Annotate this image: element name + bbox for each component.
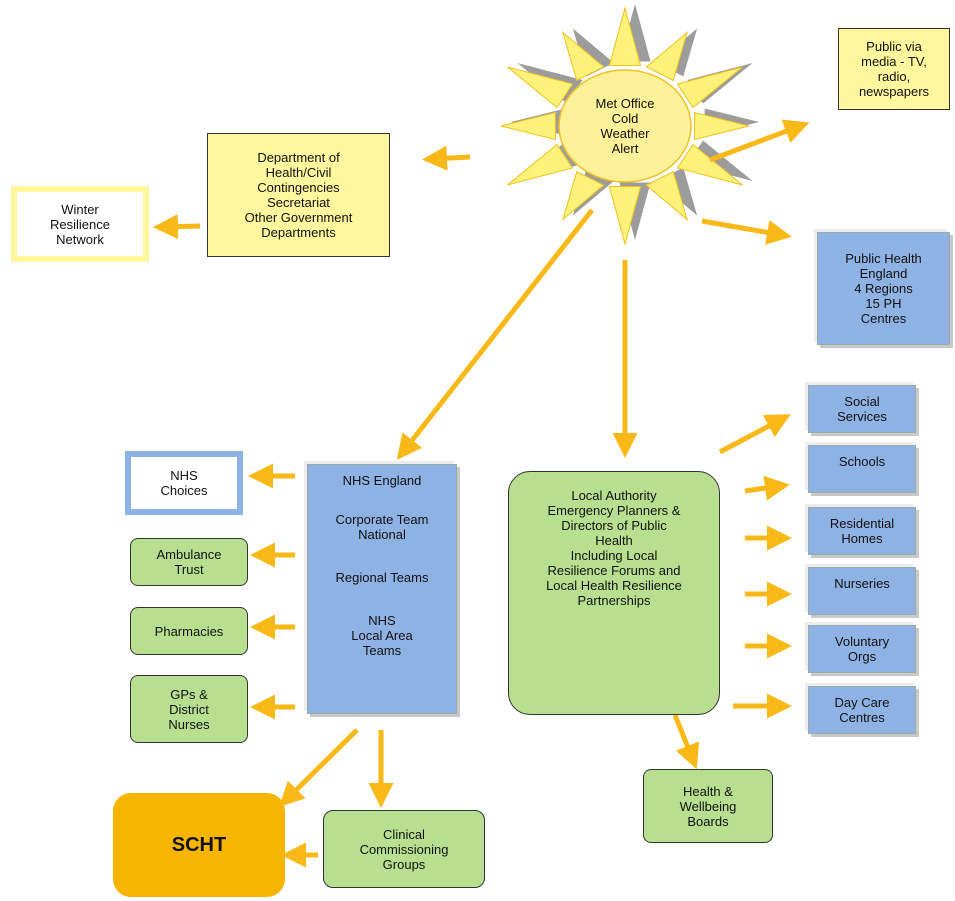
arrow-sun-to-phe: [701, 218, 792, 245]
sun-ray: [694, 111, 750, 141]
arrow-nhs-to-scht: [278, 728, 359, 808]
nhs-choices-box: NHS Choices: [125, 451, 243, 515]
public-health-england-label: Public Health England 4 Regions 15 PH Ce…: [845, 251, 922, 326]
sun-core: [558, 69, 692, 183]
ambulance-trust-box: Ambulance Trust: [130, 538, 248, 586]
residential-homes-label: Residential Homes: [829, 516, 895, 546]
sun-ray-shadow: [687, 140, 753, 181]
sun-ray: [608, 6, 642, 66]
sun-ray: [645, 170, 689, 221]
ambulance-trust-label: Ambulance Trust: [156, 547, 222, 577]
sun-ray: [561, 31, 605, 82]
health-wellbeing-boards-box: Health & Wellbeing Boards: [643, 769, 773, 843]
nhs-england-title: NHS England: [342, 473, 422, 488]
arrow-sun-to-doh: [422, 145, 471, 171]
social-services-box: Social Services: [808, 385, 916, 433]
sun-ray: [500, 111, 556, 141]
local-area-teams-label: NHS Local Area Teams: [351, 613, 413, 658]
day-care-centres-box: Day Care Centres: [808, 686, 916, 734]
sun-rays: [500, 6, 750, 246]
day-care-centres-label: Day Care Centres: [834, 695, 890, 725]
sun-ray: [561, 170, 605, 221]
schools-label: Schools: [838, 454, 886, 469]
arrow-sun-to-nhs-england: [396, 208, 594, 460]
nhs-choices-label: NHS Choices: [160, 468, 208, 498]
voluntary-orgs-box: Voluntary Orgs: [808, 625, 916, 673]
arrow-doh-to-winter: [153, 214, 201, 240]
social-services-label: Social Services: [837, 394, 887, 424]
gps-district-nurses-box: GPs & District Nurses: [130, 675, 248, 743]
nurseries-label: Nurseries: [834, 576, 890, 591]
corporate-team-label: Corporate Team National: [335, 512, 429, 542]
regional-teams-label: Regional Teams: [335, 570, 429, 585]
local-authority-label: Local Authority Emergency Planners & Dir…: [546, 488, 682, 608]
health-wellbeing-boards-label: Health & Wellbeing Boards: [679, 783, 737, 829]
arrow-la-to-social: [718, 414, 791, 455]
pharmacies-box: Pharmacies: [130, 607, 248, 655]
clinical-commissioning-groups-box: Clinical Commissioning Groups: [323, 810, 485, 888]
pharmacies-label: Pharmacies: [154, 623, 224, 639]
department-of-health-box: Department of Health/Civil Contingencies…: [207, 133, 390, 257]
met-office-label: Met Office Cold Weather Alert: [595, 96, 655, 156]
sun-ray: [507, 143, 574, 186]
sun-ray: [645, 31, 689, 82]
nhs-england-box: NHS England Corporate Team National Regi…: [307, 464, 457, 714]
arrow-sun-to-public-media: [709, 119, 810, 163]
local-authority-box: Local Authority Emergency Planners & Dir…: [508, 471, 720, 715]
residential-homes-box: Residential Homes: [808, 507, 916, 555]
department-of-health-label: Department of Health/Civil Contingencies…: [244, 150, 353, 240]
sun-ray: [676, 143, 743, 186]
arrow-la-to-hwb: [672, 714, 700, 770]
sun-ray: [608, 186, 642, 246]
sun-ray-shadow: [572, 28, 614, 77]
met-office-cold-weather-alert: Met Office Cold Weather Alert: [575, 90, 675, 162]
public-via-media-box: Public via media - TV, radio, newspapers: [838, 28, 950, 110]
voluntary-orgs-label: Voluntary Orgs: [834, 634, 890, 664]
winter-resilience-network-label: Winter Resilience Network: [50, 201, 110, 247]
clinical-commissioning-groups-label: Clinical Commissioning Groups: [359, 826, 449, 872]
scht-label: SCHT: [171, 834, 227, 856]
nurseries-box: Nurseries: [808, 567, 916, 615]
gps-district-nurses-label: GPs & District Nurses: [168, 686, 210, 732]
sun-ray: [676, 66, 743, 109]
scht-box: SCHT: [113, 793, 285, 897]
winter-resilience-network-box: Winter Resilience Network: [11, 186, 149, 262]
arrow-la-to-schools: [744, 475, 790, 501]
sun-ray: [507, 66, 574, 109]
public-via-media-label: Public via media - TV, radio, newspapers: [858, 39, 930, 99]
public-health-england-box: Public Health England 4 Regions 15 PH Ce…: [817, 232, 950, 345]
schools-box: Schools: [808, 445, 916, 493]
